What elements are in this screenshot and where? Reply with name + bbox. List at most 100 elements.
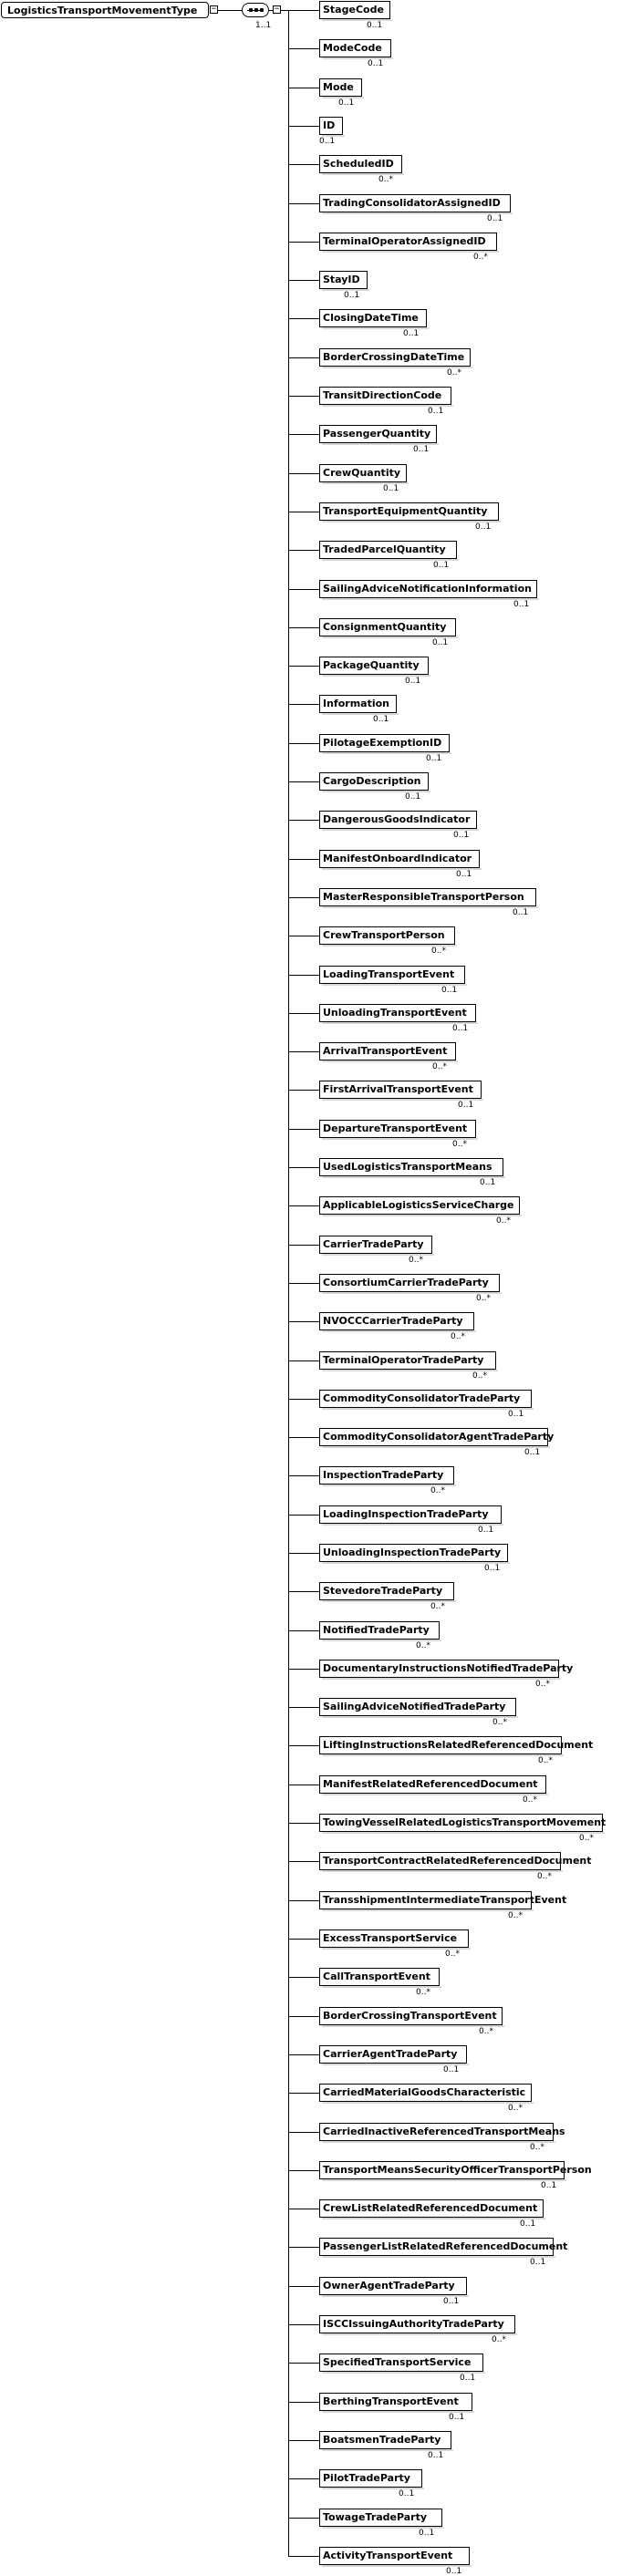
element-label: TransitDirectionCode bbox=[323, 389, 442, 401]
element-label: StageCode bbox=[323, 4, 384, 16]
element-box[interactable]: ArrivalTransportEvent bbox=[319, 1042, 458, 1062]
element-box[interactable]: CargoDescription bbox=[319, 772, 430, 792]
element-box[interactable]: StayID bbox=[319, 271, 369, 291]
element-cardinality: 0..* bbox=[416, 1988, 430, 1997]
element-box[interactable]: CarriedMaterialGoodsCharacteristic bbox=[319, 2084, 534, 2104]
element-box[interactable]: ModeCode bbox=[319, 39, 393, 59]
element-connector bbox=[288, 2518, 319, 2519]
element-box[interactable]: Mode bbox=[319, 78, 364, 98]
element-box[interactable]: TransportEquipmentQuantity bbox=[319, 502, 501, 522]
element-box[interactable]: ScheduledID bbox=[319, 155, 404, 175]
element-cardinality: 0..1 bbox=[367, 21, 383, 30]
element-box[interactable]: PassengerListRelatedReferencedDocument bbox=[319, 2238, 567, 2258]
element-box[interactable]: TransportMeansSecurityOfficerTransportPe… bbox=[319, 2161, 592, 2181]
element-box[interactable]: PilotTradeParty bbox=[319, 2469, 424, 2489]
element-box[interactable]: CommodityConsolidatorAgentTradeParty bbox=[319, 1428, 554, 1448]
element-box[interactable]: DangerousGoodsIndicator bbox=[319, 811, 479, 831]
element-cardinality: 0..1 bbox=[344, 291, 360, 300]
element-connector bbox=[288, 666, 319, 667]
element-box[interactable]: UnloadingInspectionTradeParty bbox=[319, 1544, 510, 1564]
element-box[interactable]: NotifiedTradeParty bbox=[319, 1621, 441, 1641]
element-box[interactable]: TransshipmentIntermediateTransportEvent bbox=[319, 1891, 566, 1911]
element-box[interactable]: SailingAdviceNotifiedTradeParty bbox=[319, 1698, 518, 1718]
element-box[interactable]: UnloadingTransportEvent bbox=[319, 1004, 478, 1024]
element-cardinality: 0..1 bbox=[403, 329, 420, 338]
element-box[interactable]: TradingConsolidatorAssignedID bbox=[319, 194, 513, 214]
element-box[interactable]: Information bbox=[319, 695, 399, 715]
element-box[interactable]: TransitDirectionCode bbox=[319, 387, 453, 407]
element-box[interactable]: ConsignmentQuantity bbox=[319, 618, 458, 638]
element-box[interactable]: BorderCrossingDateTime bbox=[319, 348, 472, 368]
element-box[interactable]: CrewListRelatedReferencedDocument bbox=[319, 2199, 545, 2219]
element-box[interactable]: UsedLogisticsTransportMeans bbox=[319, 1158, 505, 1178]
element-connector bbox=[288, 781, 319, 782]
element-cardinality: 0..1 bbox=[443, 2297, 460, 2306]
element-box[interactable]: PassengerQuantity bbox=[319, 425, 439, 445]
element-box[interactable]: PilotageExemptionID bbox=[319, 734, 451, 754]
element-box[interactable]: MasterResponsibleTransportPerson bbox=[319, 888, 538, 908]
element-box[interactable]: ActivityTransportEvent bbox=[319, 2547, 472, 2567]
element-box[interactable]: OwnerAgentTradeParty bbox=[319, 2277, 469, 2297]
element-cardinality: 0..1 bbox=[419, 2529, 435, 2538]
element-box[interactable]: StageCode bbox=[319, 1, 392, 21]
element-cardinality: 0..1 bbox=[508, 1410, 524, 1419]
element-box[interactable]: TowageTradeParty bbox=[319, 2509, 444, 2529]
element-box[interactable]: DepartureTransportEvent bbox=[319, 1120, 478, 1140]
element-box[interactable]: CrewTransportPerson bbox=[319, 926, 457, 947]
root-type-box[interactable]: LogisticsTransportMovementType bbox=[1, 2, 209, 18]
element-box[interactable]: CallTransportEvent bbox=[319, 1968, 441, 1988]
element-cardinality: 0..1 bbox=[460, 2374, 476, 2383]
element-connector bbox=[288, 1437, 319, 1438]
element-box[interactable]: CarriedInactiveReferencedTransportMeans bbox=[319, 2123, 565, 2143]
element-box[interactable]: LoadingTransportEvent bbox=[319, 966, 467, 986]
element-box[interactable]: LiftingInstructionsRelatedReferencedDocu… bbox=[319, 1736, 593, 1756]
element-box[interactable]: SailingAdviceNotificationInformation bbox=[319, 580, 539, 600]
element-box[interactable]: PackageQuantity bbox=[319, 657, 430, 677]
element-label: StayID bbox=[323, 274, 360, 285]
collapse-icon[interactable]: − bbox=[210, 5, 218, 14]
element-box[interactable]: CarrierTradeParty bbox=[319, 1236, 434, 1256]
element-connector bbox=[288, 743, 319, 744]
element-box[interactable]: FirstArrivalTransportEvent bbox=[319, 1081, 483, 1101]
collapse-icon[interactable]: − bbox=[273, 5, 281, 14]
element-box[interactable]: BorderCrossingTransportEvent bbox=[319, 2007, 504, 2027]
element-box[interactable]: CrewQuantity bbox=[319, 464, 409, 484]
element-box[interactable]: SpecifiedTransportService bbox=[319, 2354, 485, 2374]
element-label: TerminalOperatorAssignedID bbox=[323, 235, 486, 247]
element-box[interactable]: ISCCIssuingAuthorityTradeParty bbox=[319, 2315, 517, 2335]
element-connector bbox=[288, 1553, 319, 1554]
element-cardinality: 0..1 bbox=[433, 561, 450, 570]
element-box[interactable]: CommodityConsolidatorTradeParty bbox=[319, 1390, 534, 1410]
element-cardinality: 0..1 bbox=[513, 908, 529, 917]
element-connector bbox=[288, 2170, 319, 2171]
element-label: PilotageExemptionID bbox=[323, 737, 442, 749]
element-box[interactable]: TerminalOperatorAssignedID bbox=[319, 233, 499, 253]
sequence-icon[interactable] bbox=[242, 3, 269, 17]
element-box[interactable]: BerthingTransportEvent bbox=[319, 2393, 474, 2413]
element-connector bbox=[288, 1669, 319, 1670]
element-box[interactable]: ClosingDateTime bbox=[319, 309, 429, 329]
element-box[interactable]: TerminalOperatorTradeParty bbox=[319, 1351, 498, 1371]
element-box[interactable]: ConsortiumCarrierTradeParty bbox=[319, 1274, 502, 1294]
element-label: BoatsmenTradeParty bbox=[323, 2434, 441, 2446]
element-box[interactable]: TransportContractRelatedReferencedDocume… bbox=[319, 1852, 592, 1872]
element-cardinality: 0..1 bbox=[405, 677, 421, 686]
element-box[interactable]: NVOCCCarrierTradeParty bbox=[319, 1312, 476, 1332]
element-box[interactable]: ID bbox=[319, 117, 345, 137]
element-box[interactable]: ApplicableLogisticsServiceCharge bbox=[319, 1196, 522, 1216]
element-connector bbox=[288, 1591, 319, 1592]
element-box[interactable]: TowingVesselRelatedLogisticsTransportMov… bbox=[319, 1814, 606, 1834]
element-box[interactable]: ManifestOnboardIndicator bbox=[319, 850, 482, 870]
element-box[interactable]: LoadingInspectionTradeParty bbox=[319, 1505, 503, 1526]
element-box[interactable]: ManifestRelatedReferencedDocument bbox=[319, 1775, 548, 1795]
element-box[interactable]: StevedoreTradeParty bbox=[319, 1582, 456, 1602]
element-box[interactable]: ExcessTransportService bbox=[319, 1929, 471, 1950]
element-box[interactable]: CarrierAgentTradeParty bbox=[319, 2045, 469, 2065]
element-connector bbox=[288, 2132, 319, 2133]
element-box[interactable]: InspectionTradeParty bbox=[319, 1466, 456, 1486]
element-box[interactable]: BoatsmenTradeParty bbox=[319, 2431, 453, 2451]
element-box[interactable]: TradedParcelQuantity bbox=[319, 541, 459, 561]
element-connector bbox=[288, 1360, 319, 1361]
element-box[interactable]: DocumentaryInstructionsNotifiedTradePart… bbox=[319, 1660, 573, 1680]
